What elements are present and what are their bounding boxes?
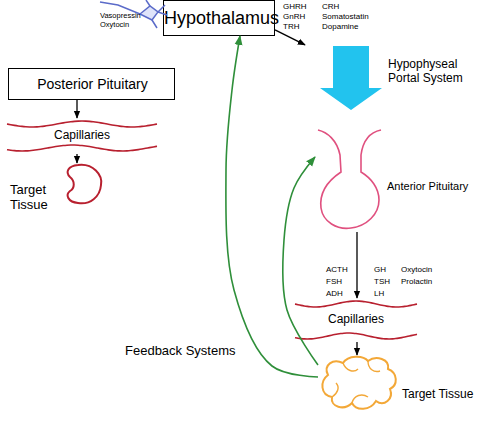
gland-outline [322,357,395,409]
hormone-name: ADH [326,290,343,299]
hormone-name: TSH [374,278,390,287]
feedback-curve [283,157,318,365]
node-label: Posterior Pituitary [9,76,176,92]
hormone-name: GH [374,266,386,275]
hormone-name: CRH [322,3,339,12]
edge-label: Hypophyseal Portal System [388,58,468,86]
hormone-name: Dopamine [322,23,358,32]
hormone-name: TRH [283,23,299,32]
arrow-line [275,30,305,45]
hormone-name: Vasopressin [100,12,141,20]
node-label: Capillaries [295,313,417,327]
anterior-pituitary: Anterior Pituitary [315,110,485,232]
flow-arrow [357,342,358,355]
capillary-wall [295,301,417,307]
capillary-wall [295,333,417,339]
kidney-outline [68,165,102,204]
target-tissue: Target Tissue [318,355,483,415]
hormone-name: Prolactin [401,278,432,287]
arrow-line [76,154,77,163]
flow-arrow [77,100,78,118]
node-label: Target Tissue [402,388,482,402]
capillary-band: Capillaries [295,298,417,342]
gland-box: Posterior Pituitary [8,68,175,100]
hormone-name: Oxytocin [100,21,129,29]
hormone-name: Oxytocin [401,266,432,275]
arrow-line [356,232,357,298]
block-arrow [320,46,382,110]
target-tissue: Target Tissue [8,163,108,213]
annotation: Feedback Systems [125,344,236,358]
capillary-wall [7,121,157,127]
gland-lobes [332,361,380,403]
hormone-name: GnRH [283,13,305,22]
gland-shape [318,355,483,415]
capillary-band: Capillaries [7,118,157,154]
node-label: Target Tissue [10,183,60,213]
node-label: Hypothalamus [164,8,276,29]
capillary-wall [7,145,157,151]
arrow-line [356,342,357,355]
node-label: Capillaries [7,129,157,143]
hormone-name: LH [374,290,384,299]
feedback-arrow [226,36,318,377]
arrow-line [76,100,77,118]
hormone-name: FSH [326,278,342,287]
hypothalamus-box: Hypothalamus [163,0,275,36]
pituitary-outline [318,130,381,228]
hormone-name: ACTH [326,266,348,275]
flow-arrow [77,154,78,163]
hormone-name: GHRH [283,3,307,12]
hormone-name: Somatostatin [322,13,369,22]
neuron-soma [140,6,158,20]
portal-arrow [275,30,382,110]
pituitary-shape [315,110,485,232]
flow-arrow [357,232,358,298]
feedback-curve [226,36,318,377]
feedback-arrow [283,157,318,365]
node-label: Anterior Pituitary [387,180,482,193]
